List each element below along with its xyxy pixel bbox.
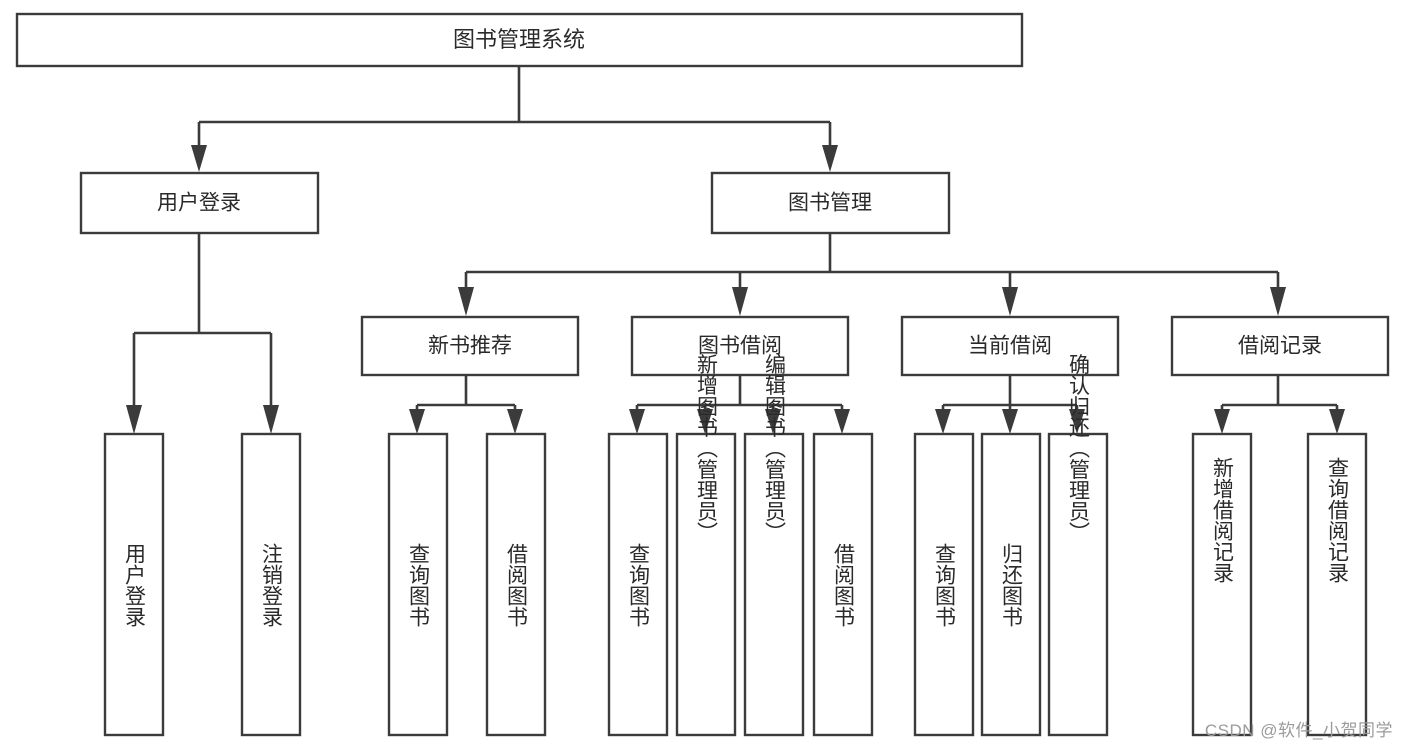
node-leaf-query-book-3-box[interactable]: [913, 432, 975, 737]
arrowhead-leaf-borrow-book-2: [834, 409, 850, 434]
node-leaf-borrow-book-2[interactable]: 借阅图书: [812, 432, 874, 737]
node-current-borrow-label: 当前借阅: [968, 335, 1052, 358]
node-book-borrow[interactable]: 图书借阅: [630, 315, 850, 377]
arrowhead-book-borrow: [732, 287, 748, 316]
node-leaf-confirm-return-box[interactable]: [1047, 432, 1109, 737]
node-leaf-edit-book[interactable]: 编辑图书（管理员）: [743, 354, 805, 737]
node-leaf-add-book-box[interactable]: [675, 432, 737, 737]
node-leaf-borrow-book-1-box[interactable]: [485, 432, 547, 737]
node-leaf-query-book-3[interactable]: 查询图书: [913, 432, 975, 737]
arrowhead-current-borrow: [1002, 287, 1018, 316]
connector-group-book-borrow: [629, 375, 850, 434]
node-leaf-borrow-book-1[interactable]: 借阅图书: [485, 432, 547, 737]
node-leaf-borrow-book-2-label: 借阅图书: [832, 543, 856, 627]
node-leaf-user-login-label: 用户登录: [123, 543, 147, 627]
arrowhead-leaf-borrow-book-1: [507, 409, 523, 434]
node-borrow-record-box[interactable]: [1170, 315, 1390, 377]
node-leaf-return-book[interactable]: 归还图书: [980, 432, 1042, 737]
node-current-borrow[interactable]: 当前借阅: [900, 315, 1120, 377]
node-book-manage[interactable]: 图书管理: [710, 171, 951, 235]
node-leaf-add-record[interactable]: 新增借阅记录: [1191, 432, 1253, 737]
arrowhead-book-manage: [822, 145, 838, 172]
node-root-box[interactable]: [15, 12, 1024, 68]
arrowhead-leaf-return-book: [1002, 409, 1018, 434]
node-user-login-label: 用户登录: [157, 192, 241, 215]
node-leaf-return-book-label: 归还图书: [1000, 543, 1024, 627]
node-book-manage-label: 图书管理: [788, 192, 872, 215]
connector-group-book-manage: [458, 233, 1286, 316]
node-leaf-borrow-book-2-box[interactable]: [812, 432, 874, 737]
node-new-book-rec-label: 新书推荐: [428, 335, 512, 358]
arrowhead-leaf-user-login: [126, 405, 142, 434]
node-leaf-add-record-box[interactable]: [1191, 432, 1253, 737]
node-leaf-borrow-book-1-label: 借阅图书: [505, 543, 529, 627]
arrowhead-leaf-edit-book: [765, 409, 781, 434]
node-leaf-confirm-return-label: 确认归还（管理员）: [1067, 354, 1091, 543]
node-leaf-query-record-label: 查询借阅记录: [1326, 457, 1350, 583]
node-new-book-rec-box[interactable]: [360, 315, 580, 377]
node-leaf-query-book-2[interactable]: 查询图书: [607, 432, 669, 737]
node-leaf-query-book-2-label: 查询图书: [627, 543, 651, 627]
connector-group-borrow-record: [1214, 375, 1345, 434]
node-root[interactable]: 图书管理系统: [15, 12, 1024, 68]
node-leaf-query-book-1[interactable]: 查询图书: [387, 432, 449, 737]
connector-group-user-login: [126, 233, 279, 434]
node-leaf-query-record-box[interactable]: [1306, 432, 1368, 737]
node-leaf-edit-book-label: 编辑图书（管理员）: [763, 354, 787, 543]
arrowhead-user-login: [191, 145, 207, 172]
node-leaf-user-logout[interactable]: 注销登录: [240, 432, 302, 737]
arrowhead-leaf-query-book-2: [629, 409, 645, 434]
connector-group-root: [191, 66, 838, 172]
node-leaf-query-book-1-box[interactable]: [387, 432, 449, 737]
node-current-borrow-box[interactable]: [900, 315, 1120, 377]
node-leaf-query-record[interactable]: 查询借阅记录: [1306, 432, 1368, 737]
node-leaf-user-logout-label: 注销登录: [260, 543, 284, 627]
arrowhead-leaf-add-record: [1214, 409, 1230, 434]
arrowhead-new-book-rec: [458, 287, 474, 316]
node-leaf-query-book-2-box[interactable]: [607, 432, 669, 737]
arrowhead-leaf-query-book-3: [935, 409, 951, 434]
node-root-label: 图书管理系统: [453, 27, 585, 52]
node-leaf-add-book[interactable]: 新增图书（管理员）: [675, 354, 737, 737]
arrowhead-leaf-query-record: [1329, 409, 1345, 434]
node-leaf-user-logout-box[interactable]: [240, 432, 302, 737]
node-user-login[interactable]: 用户登录: [79, 171, 320, 235]
node-borrow-record[interactable]: 借阅记录: [1170, 315, 1390, 377]
node-user-login-box[interactable]: [79, 171, 320, 235]
node-leaf-add-book-label: 新增图书（管理员）: [695, 354, 719, 543]
arrowhead-leaf-add-book: [697, 409, 713, 434]
arrowhead-borrow-record: [1270, 287, 1286, 316]
node-leaf-user-login-box[interactable]: [103, 432, 165, 737]
node-new-book-rec[interactable]: 新书推荐: [360, 315, 580, 377]
node-borrow-record-label: 借阅记录: [1238, 335, 1322, 358]
node-leaf-user-login[interactable]: 用户登录: [103, 432, 165, 737]
node-leaf-add-record-label: 新增借阅记录: [1211, 457, 1235, 583]
connector-group-new-book-rec: [409, 375, 523, 434]
node-leaf-return-book-box[interactable]: [980, 432, 1042, 737]
node-leaf-confirm-return[interactable]: 确认归还（管理员）: [1047, 354, 1109, 737]
node-book-manage-box[interactable]: [710, 171, 951, 235]
arrowhead-leaf-user-logout: [263, 405, 279, 434]
arrowhead-leaf-confirm-return: [1069, 409, 1085, 434]
node-book-borrow-label: 图书借阅: [698, 335, 782, 358]
node-book-borrow-box[interactable]: [630, 315, 850, 377]
node-leaf-query-book-3-label: 查询图书: [933, 543, 957, 627]
connector-group-current-borrow: [935, 375, 1085, 434]
node-leaf-edit-book-box[interactable]: [743, 432, 805, 737]
node-leaf-query-book-1-label: 查询图书: [407, 543, 431, 627]
arrowhead-leaf-query-book-1: [409, 409, 425, 434]
